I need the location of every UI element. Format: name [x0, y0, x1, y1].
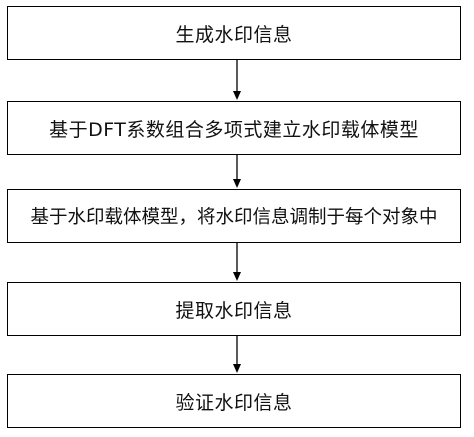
flow-step-verify-watermark: 验证水印信息: [7, 374, 461, 428]
flow-step-label: 基于水印载体模型，将水印信息调制于每个对象中: [30, 207, 438, 228]
flow-step-generate-watermark: 生成水印信息: [7, 6, 461, 60]
flow-arrowhead-3: [233, 272, 241, 281]
flow-step-label: 提取水印信息: [175, 299, 293, 322]
flow-step-label: 基于DFT系数组合多项式建立水印载体模型: [49, 118, 419, 141]
flow-step-extract-watermark: 提取水印信息: [7, 282, 461, 336]
flow-step-modulate-watermark: 基于水印载体模型，将水印信息调制于每个对象中: [7, 189, 461, 243]
flow-arrowhead-1: [233, 91, 241, 100]
flow-arrowhead-4: [233, 364, 241, 373]
flow-step-label: 生成水印信息: [175, 23, 293, 46]
flow-step-label: 验证水印信息: [175, 391, 293, 414]
flow-arrowhead-2: [233, 179, 241, 188]
flow-step-build-carrier-model: 基于DFT系数组合多项式建立水印载体模型: [7, 101, 461, 155]
